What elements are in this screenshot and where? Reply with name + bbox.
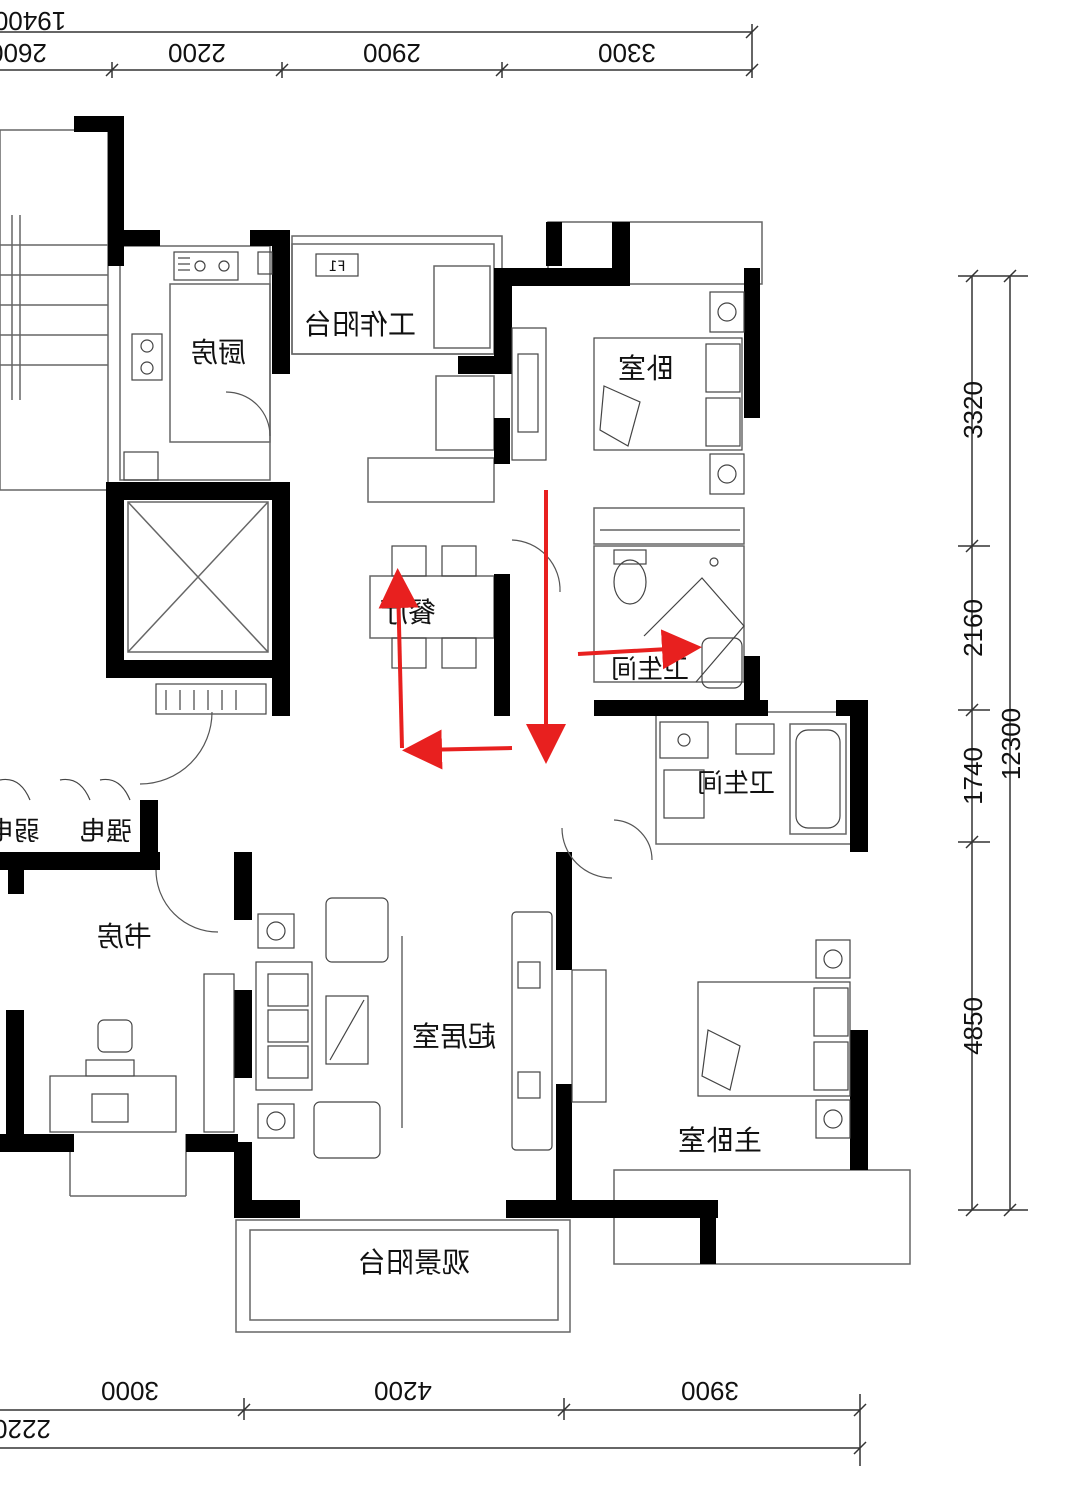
right-dimension-lines [958, 269, 1028, 1217]
label-weak-power: 弱电 [0, 817, 40, 847]
toilet-icon [613, 559, 647, 605]
dim-bottom-3900: 3900 [681, 1376, 739, 1406]
label-bathroom-master: 卫生间 [697, 769, 775, 799]
dim-right-total: 12300 [996, 708, 1026, 780]
bottom-dimension-lines [0, 1394, 867, 1466]
label-dining: 餐厅 [380, 596, 436, 629]
label-study: 书房 [96, 920, 152, 953]
dim-right-1740: 1740 [958, 747, 988, 805]
dim-top-3300: 3300 [598, 38, 656, 68]
bed-icon [593, 337, 743, 451]
label-bedroom: 卧室 [618, 352, 674, 385]
arrow-icon [577, 629, 702, 670]
dim-top-2600: 2600 [0, 38, 47, 68]
electric-rooms [0, 683, 267, 801]
thin-outlines [0, 129, 911, 1333]
circulation-arrows [378, 490, 702, 770]
label-kitchen: 厨房 [190, 336, 246, 369]
living-room-furniture [255, 897, 607, 1159]
dim-top-2200: 2200 [168, 38, 226, 68]
study-furniture [49, 973, 235, 1133]
sink-icon [173, 251, 239, 281]
dim-bottom-total: 2220 [0, 1414, 51, 1444]
label-work-balcony: 工作阳台 [304, 308, 416, 341]
dining-furniture [391, 545, 477, 669]
washer-box [315, 253, 359, 277]
tv-icon [511, 327, 547, 461]
master-bath-fixtures [659, 721, 841, 829]
desk-icon [49, 1075, 177, 1133]
small-bath-fixtures [613, 549, 745, 689]
tv-icon [571, 969, 607, 1103]
dim-right-2160: 2160 [958, 599, 988, 657]
dim-top-total: 19400 [0, 6, 66, 36]
bed-icon [697, 981, 851, 1097]
walls [0, 116, 868, 1264]
label-strong-power: 强电 [80, 817, 132, 847]
room-labels: 厨房 工作阳台 卧室 餐厅 卫生间 卫生间 强电 弱电 书房 起居室 主卧室 观… [0, 308, 775, 1279]
dim-bottom-4200: 4200 [374, 1376, 432, 1406]
stove-icon [131, 333, 163, 381]
label-bathroom-small: 卫生间 [611, 655, 689, 685]
dim-bottom-3000: 3000 [101, 1376, 159, 1406]
washer-label: F1 [329, 259, 346, 275]
master-bedroom-furniture [697, 939, 851, 1139]
label-master-bedroom: 主卧室 [678, 1124, 762, 1157]
bottom-dimension-labels: 3000 4200 3900 2220 [0, 1376, 739, 1444]
bedroom-furniture [511, 291, 745, 531]
label-view-balcony: 观景阳台 [358, 1246, 470, 1279]
dim-top-2900: 2900 [363, 38, 421, 68]
sofa-icon [255, 961, 313, 1091]
right-dimension-labels: 3320 2160 1740 4850 12300 [958, 381, 1026, 1055]
door-icon [139, 391, 653, 933]
top-dimension-labels: 19400 2600 2200 2900 3300 [0, 6, 656, 68]
kitchen-fixtures [123, 251, 359, 481]
arrow-icon [402, 729, 513, 770]
bathtub-icon [795, 729, 841, 829]
dim-right-4850: 4850 [958, 997, 988, 1055]
dim-right-3320: 3320 [958, 381, 988, 439]
arrow-icon [378, 568, 419, 749]
label-living-room: 起居室 [412, 1020, 496, 1053]
top-dimension-lines [0, 24, 759, 78]
